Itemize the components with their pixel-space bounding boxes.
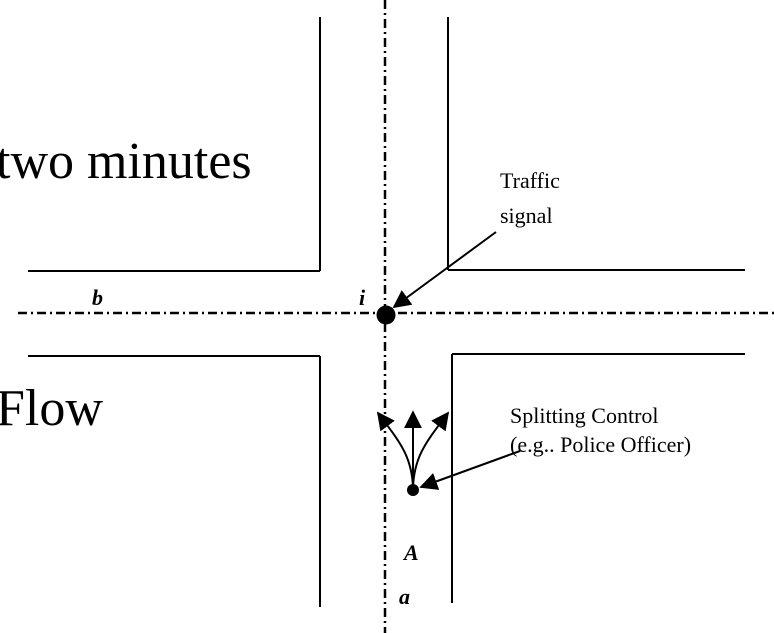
traffic-signal-arrow <box>392 231 497 309</box>
road-edge-bottom-right <box>451 353 745 603</box>
traffic-signal-label-line1: Traffic <box>500 168 560 193</box>
point-label-A: A <box>402 540 419 565</box>
splitting-control-dot <box>407 484 419 496</box>
splitting-control-label-line1: Splitting Control <box>510 403 659 428</box>
road-label-a: a <box>399 584 410 609</box>
road-label-b: b <box>92 285 103 310</box>
traffic-signal-label-line2: signal <box>500 203 553 228</box>
background-text-bottom: Flow <box>0 380 103 437</box>
diverging-flow-arrows <box>376 410 450 489</box>
splitting-control-arrow <box>419 450 521 490</box>
road-edge-top-right <box>447 17 745 271</box>
background-text-top: two minutes <box>0 133 252 190</box>
intersection-label-i: i <box>359 285 366 310</box>
road-edge-bottom-left <box>28 355 321 607</box>
traffic-signal-dot <box>376 305 396 325</box>
road-edge-top-left <box>28 17 321 272</box>
splitting-control-label-line2: (e.g.. Police Officer) <box>510 432 691 457</box>
